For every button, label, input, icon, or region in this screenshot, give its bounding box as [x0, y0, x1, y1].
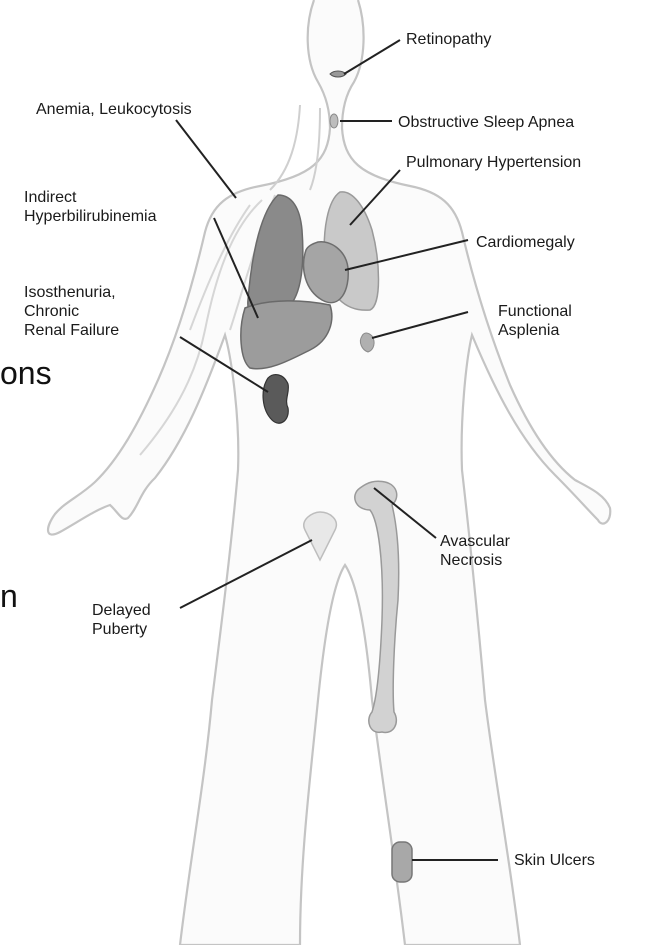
edge-fragment-ons: ons: [0, 355, 52, 392]
label-anemia: Anemia, Leukocytosis: [36, 100, 192, 119]
ulcer-mark: [392, 842, 412, 882]
edge-fragment-n: n: [0, 578, 18, 615]
label-renal: Isosthenuria, Chronic Renal Failure: [24, 283, 119, 340]
label-hyperbili: Indirect Hyperbilirubinemia: [24, 188, 157, 226]
throat-mark: [330, 114, 338, 128]
label-puberty: Delayed Puberty: [92, 601, 151, 639]
line-anemia: [176, 120, 236, 198]
label-skin-ulcers: Skin Ulcers: [514, 851, 595, 870]
label-retinopathy: Retinopathy: [406, 30, 491, 49]
label-asplenia: Functional Asplenia: [498, 302, 572, 340]
eye-mark: [330, 71, 346, 77]
label-sleep-apnea: Obstructive Sleep Apnea: [398, 113, 574, 132]
label-pulmonary: Pulmonary Hypertension: [406, 153, 581, 172]
body-outline: [48, 0, 610, 945]
label-cardiomegaly: Cardiomegaly: [476, 233, 575, 252]
label-avascular: Avascular Necrosis: [440, 532, 510, 570]
